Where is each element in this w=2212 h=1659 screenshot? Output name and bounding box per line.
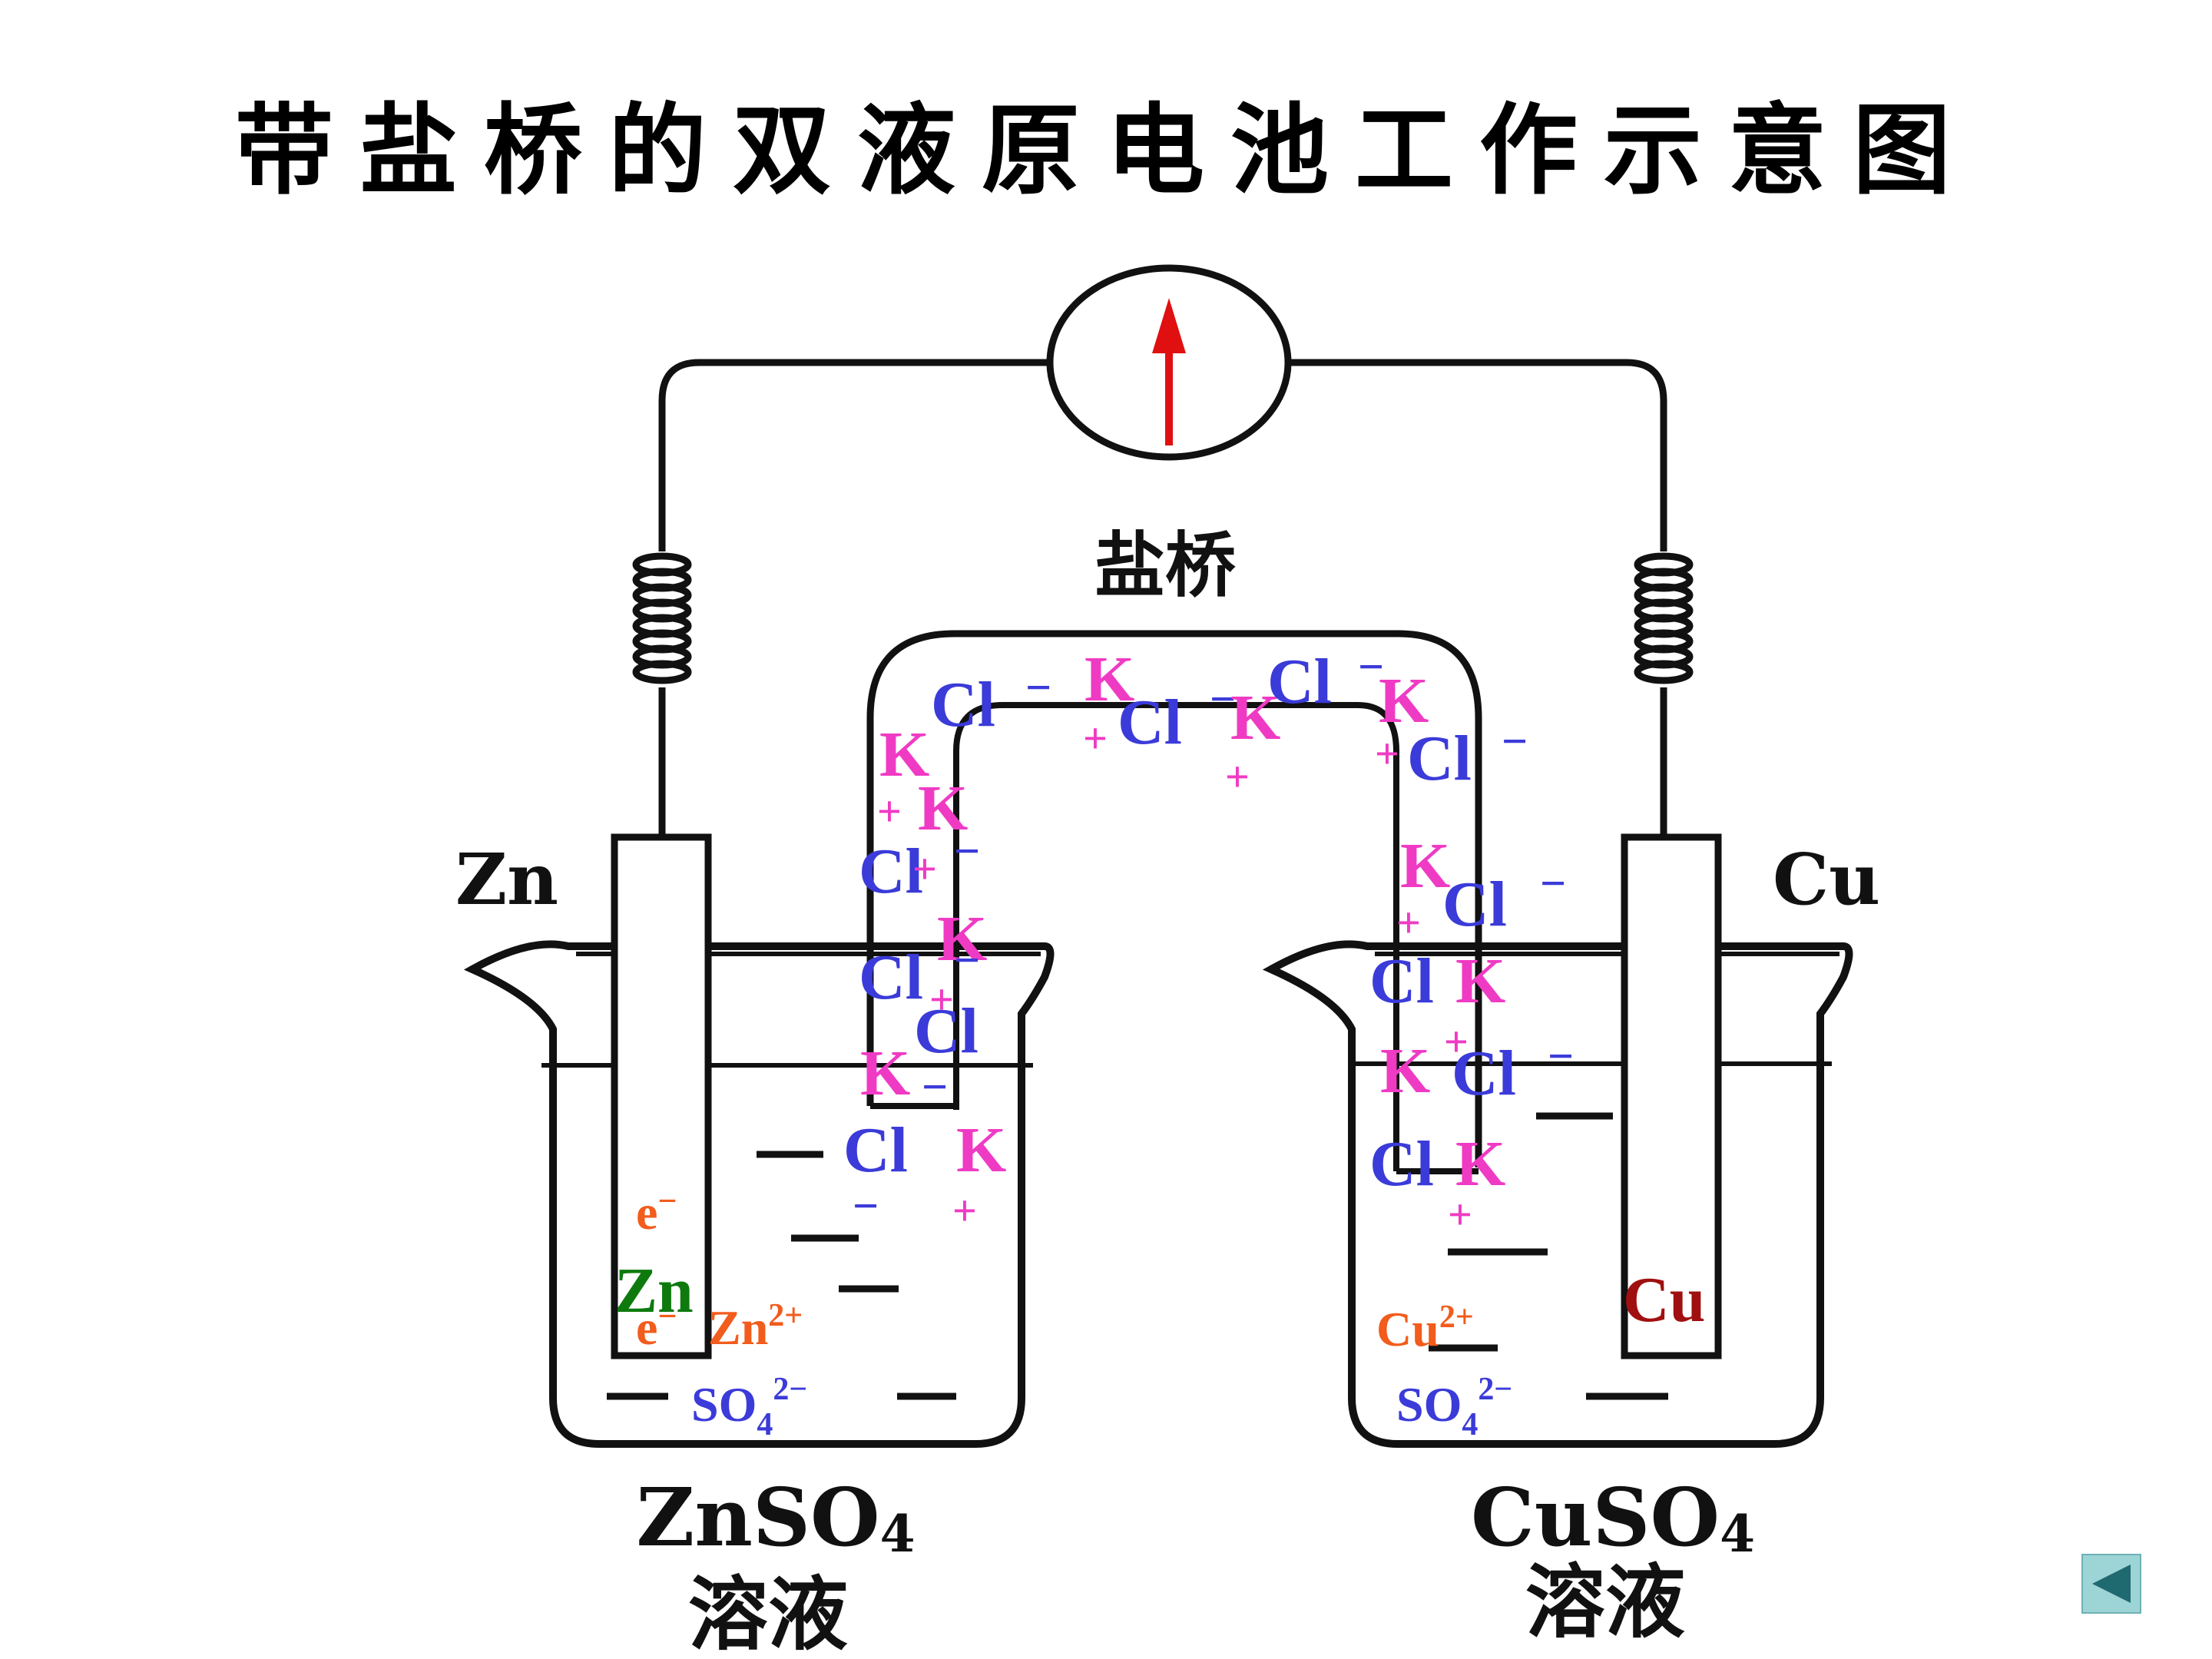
k-ion: K	[1230, 682, 1280, 753]
cl-ion: Cl	[1369, 945, 1434, 1017]
sulfate-ion-label: SO42−	[1396, 1372, 1512, 1442]
zn-electrode	[611, 833, 712, 1359]
cu-ion-label: Cu2+	[1376, 1300, 1474, 1356]
k-charge: +	[1444, 1018, 1469, 1066]
k-ion: K	[956, 1114, 1006, 1186]
right-solution-formula: CuSO4	[1471, 1470, 1755, 1565]
zn-ion-label: Zn2+	[708, 1298, 803, 1355]
k-ion: K	[879, 719, 929, 790]
triangle-left-icon	[2092, 1565, 2131, 1603]
left-beaker	[463, 940, 1055, 1448]
right-coil	[1634, 552, 1694, 684]
nav-back-button[interactable]	[2081, 1554, 2141, 1614]
cl-charge: −	[1358, 641, 1384, 692]
k-ion: K	[1455, 1128, 1505, 1200]
needle-arrow-icon	[1152, 298, 1186, 445]
k-charge: +	[1396, 899, 1421, 947]
zn-electrode-label: Zn	[455, 838, 558, 921]
cl-ion: Cl	[931, 669, 995, 740]
salt-bridge-inner	[953, 702, 1399, 1171]
cl-charge: −	[1210, 674, 1236, 724]
cl-ion: Cl	[1452, 1038, 1516, 1109]
sulfate-ion-label: SO42−	[691, 1372, 807, 1442]
k-charge: +	[952, 1187, 977, 1235]
k-charge: +	[929, 976, 954, 1024]
k-ion: K	[1400, 830, 1450, 902]
cl-ion: Cl	[914, 995, 979, 1067]
k-charge: +	[877, 788, 902, 836]
cl-ion: Cl	[1407, 723, 1472, 794]
k-ion: K	[860, 1038, 910, 1109]
k-charge: +	[1448, 1191, 1472, 1239]
right-beaker	[1262, 940, 1853, 1448]
cl-charge: −	[1502, 716, 1528, 767]
cl-charge: −	[853, 1181, 879, 1231]
salt-bridge-label: 盐桥	[1094, 524, 1236, 607]
left-solution-formula: ZnSO4	[636, 1470, 915, 1565]
cl-ion: Cl	[859, 942, 923, 1013]
k-ion: K	[1455, 945, 1505, 1017]
k-ion: K	[937, 903, 987, 975]
cl-charge: −	[1025, 662, 1051, 713]
cl-charge: −	[922, 1061, 948, 1112]
k-charge: +	[1375, 730, 1399, 778]
electron-label: e−	[636, 1182, 677, 1240]
cl-ion: Cl	[843, 1114, 908, 1186]
cl-charge: −	[1548, 1031, 1574, 1081]
cl-ion: Cl	[1267, 646, 1332, 717]
cl-charge: −	[1540, 858, 1566, 909]
cu-atom-label: Cu	[1623, 1264, 1705, 1336]
cl-ion: Cl	[859, 836, 923, 907]
cl-charge: −	[954, 935, 980, 985]
k-charge: +	[1083, 715, 1108, 763]
cl-charge: −	[954, 826, 980, 876]
cl-ion: Cl	[1369, 1128, 1434, 1200]
k-ion: K	[1084, 644, 1134, 715]
zn-atom-label: Zn	[614, 1255, 694, 1326]
electron-label: e−	[636, 1297, 677, 1355]
cl-ion: Cl	[1442, 869, 1507, 940]
external-wire	[658, 359, 1667, 837]
solution-dashes	[607, 1112, 1668, 1400]
page-title: 带盐桥的双液原电池工作示意图	[234, 94, 1977, 208]
k-charge: +	[1225, 753, 1250, 801]
salt-bridge-outer	[866, 630, 1482, 1167]
k-ion: K	[1380, 1035, 1430, 1107]
k-ion: K	[918, 773, 968, 844]
right-solution-word: 溶液	[1525, 1555, 1685, 1649]
k-ion: K	[1379, 665, 1429, 737]
cu-electrode	[1621, 833, 1722, 1359]
cl-ion: Cl	[1118, 687, 1182, 758]
left-solution-word: 溶液	[688, 1567, 848, 1659]
k-charge: +	[912, 846, 937, 893]
left-coil	[632, 552, 692, 684]
cu-electrode-label: Cu	[1773, 838, 1880, 921]
